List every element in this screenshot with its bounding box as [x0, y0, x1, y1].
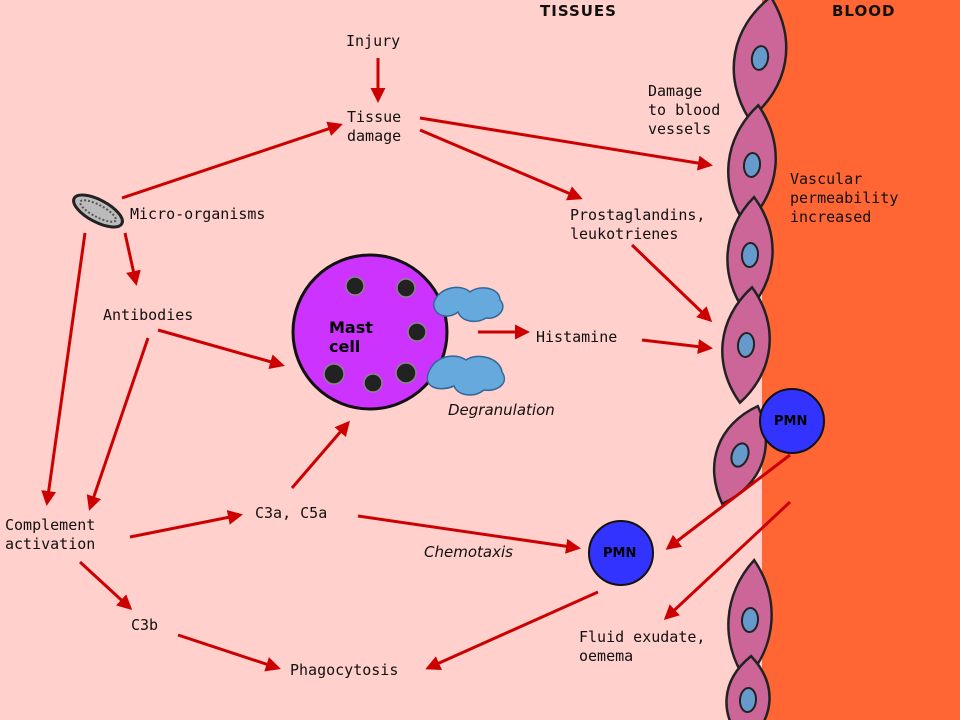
cell-nucleus [742, 152, 762, 178]
arrow-c3a-to-pmn [357, 514, 581, 554]
cell-nucleus [736, 332, 756, 358]
arrows [41, 58, 792, 672]
antibodies-label: Antibodies [103, 306, 194, 324]
injury-label: Injury [346, 32, 401, 50]
prostaglandins-label: Prostaglandins, leukotrienes [570, 206, 706, 243]
mast-cell-label: Mast cell [329, 318, 373, 356]
arrow-damage-to-prostaglandins [419, 128, 583, 201]
arrow-blood-pmn-to-tissue-pmn [665, 453, 791, 550]
cell-nucleus [738, 687, 758, 713]
pmn-label-blood: PMN [774, 414, 808, 429]
arrow-complement-to-c3a [129, 509, 243, 539]
arrow-blood-to-fluid [663, 500, 792, 621]
degranulation-label: Degranulation [448, 401, 555, 419]
chemotaxis-label: Chemotaxis [424, 543, 513, 561]
arrow-micro-to-damage [121, 121, 343, 200]
endothelial-cell [713, 404, 767, 506]
damage-to-blood-vessels-label: Damage to blood vessels [648, 82, 721, 138]
blood-region-label: BLOOD [832, 2, 896, 20]
c3a-c5a-label: C3a, C5a [255, 504, 328, 522]
arrow-damage-to-vessels [419, 116, 713, 171]
blood-vessel-wall [713, 0, 788, 720]
vascular-permeability-label: Vascular permeability increased [790, 170, 899, 226]
arrow-complement-to-c3b [78, 560, 133, 611]
histamine-label: Histamine [536, 328, 618, 346]
arrow-histamine-to-vessel [641, 338, 713, 355]
arrow-antibodies-to-complement [86, 337, 150, 511]
pmn-cell-blood [759, 388, 825, 454]
cell-nucleus [740, 607, 760, 633]
pmn-cell-tissue [588, 520, 654, 586]
degranulation-blobs [426, 286, 505, 396]
endothelial-cell [725, 654, 771, 720]
arrow-antibodies-to-mast [157, 328, 285, 369]
phagocytosis-label: Phagocytosis [290, 661, 399, 679]
pmn-label-tissue: PMN [603, 546, 637, 561]
arrow-micro-to-antibodies [123, 232, 141, 286]
cell-nucleus [730, 442, 750, 468]
mast-cell [291, 253, 505, 411]
tissue-damage-label: Tissue damage [347, 108, 402, 145]
arrow-pmn-to-phagocytosis [425, 590, 599, 670]
blood-region [762, 0, 960, 720]
complement-activation-label: Complement activation [5, 516, 96, 553]
tissues-region-label: TISSUES [540, 2, 617, 20]
endothelial-cell [732, 0, 788, 121]
cell-nucleus [740, 242, 760, 268]
c3b-label: C3b [131, 616, 159, 634]
granules [323, 276, 427, 393]
arrow-c3b-to-phagocytosis [177, 633, 281, 672]
arrow-c3a-to-mast [290, 420, 350, 489]
endothelial-cell [726, 195, 774, 315]
arrow-micro-to-complement [41, 232, 87, 506]
endothelial-cell [721, 285, 771, 405]
arrow-prostaglandins-to-vessel [630, 243, 713, 323]
fluid-exudate-label: Fluid exudate, oemema [579, 628, 706, 665]
micro-organisms-label: Micro-organisms [130, 205, 266, 223]
micro-organism-icon [72, 193, 124, 229]
cell-nucleus [750, 45, 770, 71]
